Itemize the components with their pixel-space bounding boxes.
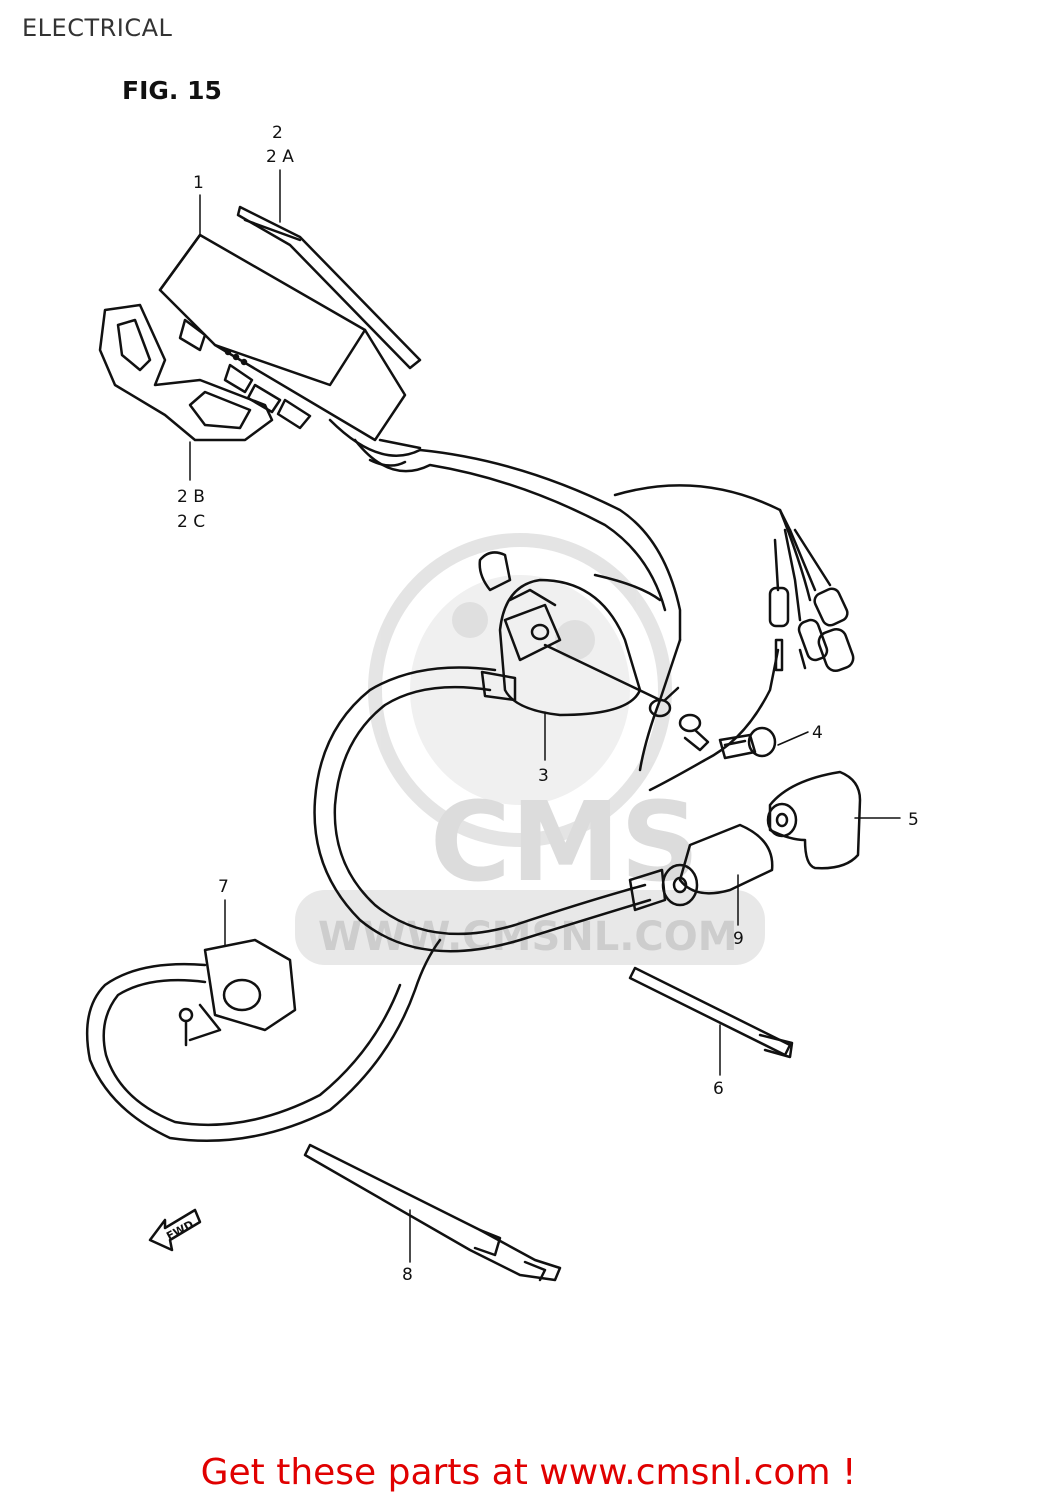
cable-tie-small bbox=[628, 966, 794, 1059]
callout-8: 8 bbox=[402, 1265, 413, 1285]
callout-7: 7 bbox=[218, 877, 229, 897]
callout-9: 9 bbox=[733, 929, 744, 949]
bolt bbox=[718, 726, 777, 760]
callout-1: 1 bbox=[193, 173, 204, 193]
kill-switch bbox=[85, 938, 442, 1143]
high-tension-lead bbox=[313, 666, 667, 953]
callout-4: 4 bbox=[812, 723, 823, 743]
watermark-logo: CMS bbox=[430, 778, 699, 906]
callout-2: 2 bbox=[272, 123, 283, 143]
callout-6: 6 bbox=[713, 1079, 724, 1099]
callout-2a: 2 A bbox=[266, 147, 294, 167]
watermark: CMS WWW.CMSNL.COM bbox=[295, 533, 765, 965]
plug-cap bbox=[766, 770, 862, 870]
wire-harness bbox=[328, 418, 832, 792]
ground-terminals bbox=[648, 686, 710, 752]
connectors bbox=[768, 586, 855, 673]
cable-tie-large bbox=[303, 1143, 562, 1282]
callout-3: 3 bbox=[538, 766, 549, 786]
fwd-arrow-icon bbox=[148, 1208, 202, 1252]
cdi-unit bbox=[158, 233, 407, 442]
ignition-coil bbox=[478, 551, 662, 717]
holder-bracket bbox=[98, 303, 274, 442]
leader-lines bbox=[189, 169, 901, 1263]
figure-label: FIG. 15 bbox=[122, 76, 222, 105]
section-title: ELECTRICAL bbox=[22, 14, 173, 42]
callout-5: 5 bbox=[908, 810, 919, 830]
footer-parts-link[interactable]: Get these parts at www.cmsnl.com ! bbox=[200, 1452, 857, 1493]
rubber-seal bbox=[661, 823, 774, 907]
rubber-pad bbox=[236, 205, 422, 370]
callout-2c: 2 C bbox=[177, 512, 205, 532]
callout-2b: 2 B bbox=[177, 487, 205, 507]
